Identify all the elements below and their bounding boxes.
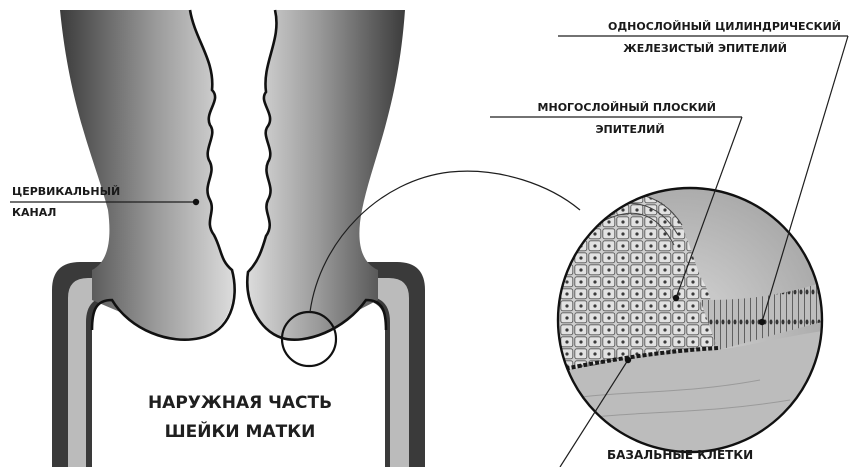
label-columnar-epithelium: ОДНОСЛОЙНЫЙ ЦИЛИНДРИЧЕСКИЙ	[608, 20, 841, 33]
label-basal-cells: БАЗАЛЬНЫЕ КЛЕТКИ	[607, 448, 753, 462]
label-columnar-epithelium: ЖЕЛЕЗИСТЫЙ ЭПИТЕЛИЙ	[623, 42, 787, 55]
label-cervical-canal: КАНАЛ	[12, 206, 56, 219]
label-ectocervix: НАРУЖНАЯ ЧАСТЬ	[148, 393, 332, 413]
label-squamous-epithelium: МНОГОСЛОЙНЫЙ ПЛОСКИЙ	[538, 101, 716, 114]
label-squamous-epithelium: ЭПИТЕЛИЙ	[595, 123, 664, 136]
label-cervical-canal: ЦЕРВИКАЛЬНЫЙ	[12, 185, 120, 198]
magnified-tissue	[540, 188, 830, 460]
label-ectocervix: ШЕЙКИ МАТКИ	[165, 420, 316, 442]
